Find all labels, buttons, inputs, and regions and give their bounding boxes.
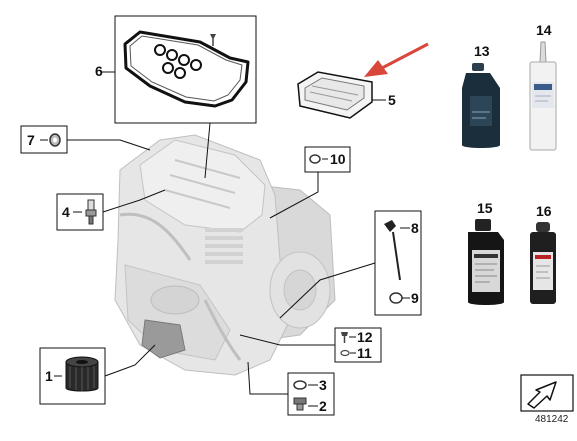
o-ring-icon [309, 154, 321, 164]
part-11-12-pointer [239, 334, 335, 346]
oil-filter-icon [65, 356, 99, 392]
part-label-4[interactable]: 4 [62, 204, 70, 220]
part-10-box [304, 146, 351, 173]
part-label-6[interactable]: 6 [95, 63, 103, 79]
orientation-arrow-icon [520, 374, 574, 412]
part-label-14[interactable]: 14 [536, 22, 552, 38]
seal-ring-icon [49, 133, 61, 147]
part-label-11[interactable]: 11 [357, 345, 372, 361]
bolt-icon [341, 332, 348, 343]
air-filter-icon [297, 71, 373, 119]
spark-plug-icon [85, 199, 97, 225]
part-6-box [114, 15, 257, 124]
part-10-pointer [269, 172, 319, 219]
part-label-3[interactable]: 3 [319, 377, 327, 393]
drain-plug-washer-icon [293, 380, 307, 390]
part-2-3-box [287, 372, 335, 416]
part-7-pointer [67, 139, 151, 151]
dipstick-o-ring-icon [389, 292, 403, 304]
diagram-id: 481242 [535, 414, 569, 425]
part-label-1[interactable]: 1 [45, 368, 53, 384]
part-label-7[interactable]: 7 [27, 132, 35, 148]
engine-illustration [114, 134, 336, 376]
part-label-5[interactable]: 5 [388, 92, 396, 108]
red-pointer-arrow-icon [364, 42, 429, 77]
part-label-12[interactable]: 12 [357, 329, 373, 345]
engine-oil-bottle-icon [462, 63, 500, 148]
part-label-9[interactable]: 9 [411, 290, 419, 306]
part-6-pointer [204, 122, 211, 179]
part-label-16[interactable]: 16 [536, 203, 552, 219]
part-8-pointer [279, 262, 376, 319]
part-label-2[interactable]: 2 [319, 398, 327, 414]
valve-cover-gasket-icon [123, 30, 250, 108]
part-label-15[interactable]: 15 [477, 200, 493, 216]
part-label-13[interactable]: 13 [474, 43, 490, 59]
part-label-8[interactable]: 8 [411, 220, 419, 236]
dipstick-icon [384, 220, 401, 281]
fluid-bottle-icon [468, 219, 504, 305]
part-label-10[interactable]: 10 [330, 151, 346, 167]
spray-can-icon [530, 222, 556, 304]
part-1-pointer [104, 344, 156, 377]
washer-icon [340, 349, 350, 357]
drain-plug-icon [293, 397, 307, 411]
part-2-3-pointer [247, 361, 288, 395]
part-4-pointer [102, 189, 166, 213]
screw-icon [210, 34, 216, 46]
sealant-tube-icon [529, 41, 557, 151]
